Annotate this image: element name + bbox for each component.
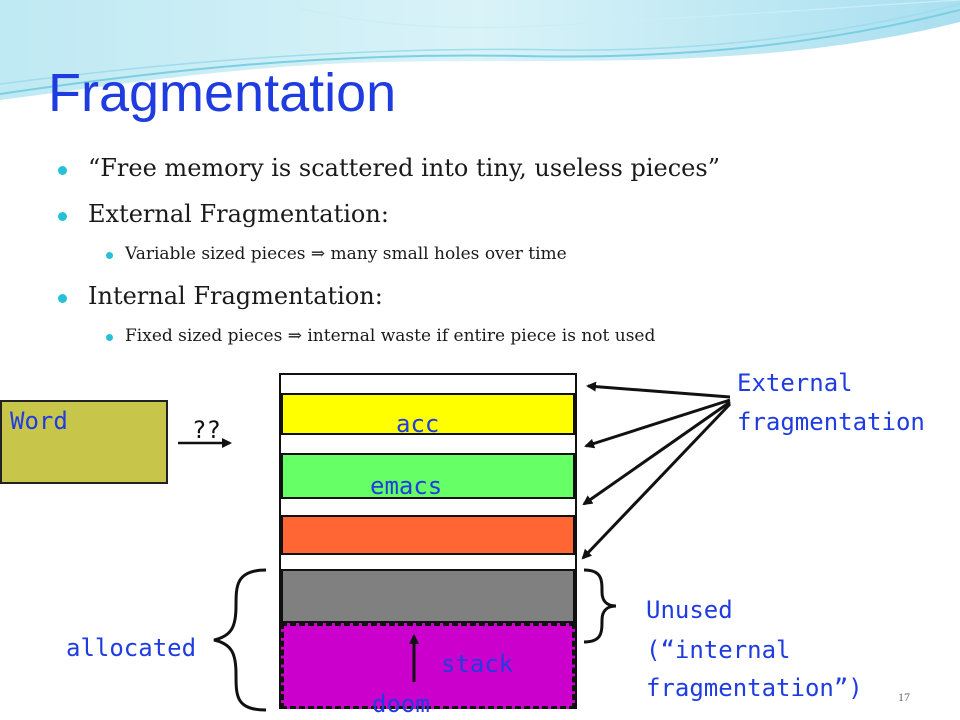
- unused-brace-icon: [583, 568, 617, 644]
- bullet-text: External Fragmentation:: [88, 200, 389, 228]
- slide-title: Fragmentation: [48, 63, 397, 123]
- bullet-dot-icon: [58, 212, 67, 221]
- word-box: [0, 400, 168, 484]
- external-label-line2: fragmentation: [737, 408, 925, 436]
- bullet-text: “Free memory is scattered into tiny, use…: [88, 154, 720, 182]
- stack-doom-block: [281, 623, 575, 709]
- doom-label: doom: [372, 690, 430, 718]
- acc-label: acc: [396, 410, 440, 438]
- external-fragmentation-arrows: [581, 381, 732, 560]
- allocated-brace-icon: [213, 568, 267, 712]
- word-label: Word: [10, 407, 68, 435]
- question-label: ??: [192, 416, 221, 444]
- bullet-dot-icon: [58, 294, 67, 303]
- unused-label-line3: fragmentation”): [646, 674, 863, 702]
- internal-waste-block: [281, 569, 575, 623]
- unused-label-line1: Unused: [646, 596, 733, 624]
- unused-label-line2: (“internal: [646, 636, 791, 664]
- bullet-dot-icon: [58, 166, 67, 175]
- acc-block: [281, 393, 575, 435]
- allocated-label: allocated: [66, 634, 197, 662]
- sub-bullet-dot-icon: [106, 334, 113, 341]
- external-label-line1: External: [737, 369, 853, 397]
- emacs-block: [281, 453, 575, 499]
- emacs-label: emacs: [370, 472, 443, 500]
- sub-bullet-text: Fixed sized pieces ⇒ internal waste if e…: [125, 326, 656, 346]
- sub-bullet-text: Variable sized pieces ⇒ many small holes…: [125, 244, 567, 264]
- free-hole-block: [281, 515, 575, 555]
- bullet-text: Internal Fragmentation:: [88, 282, 383, 310]
- stack-label: stack: [441, 650, 514, 678]
- header-wave-decoration: [0, 0, 960, 100]
- sub-bullet-dot-icon: [106, 252, 113, 259]
- page-number: 17: [898, 690, 910, 704]
